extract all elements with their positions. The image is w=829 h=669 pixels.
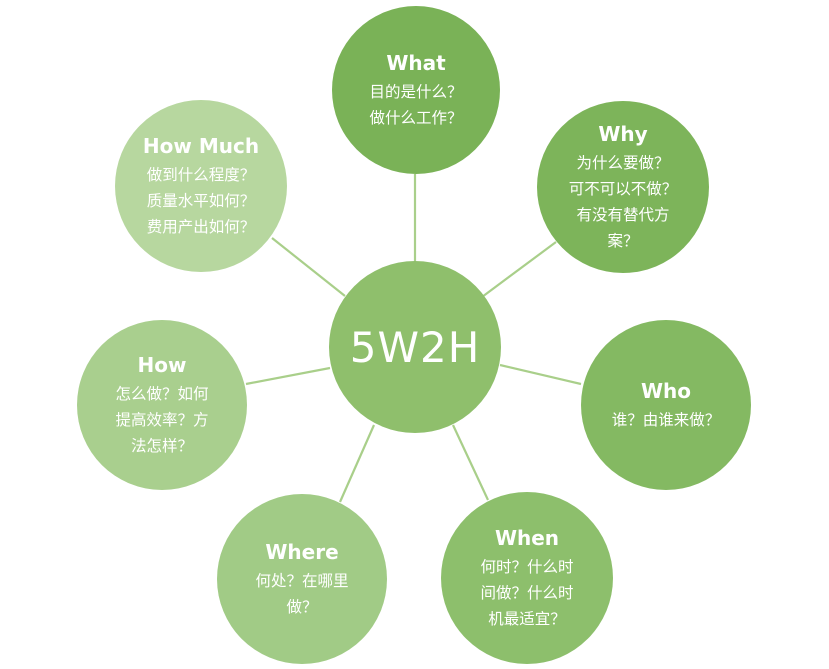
connector-when bbox=[452, 424, 489, 501]
node-where: Where 何处？在哪里 做？ bbox=[217, 494, 387, 664]
node-how-much-line: 费用产出如何？ bbox=[146, 217, 256, 236]
node-when-line: 间做？什么时 bbox=[480, 583, 574, 602]
node-how-much-title: How Much bbox=[142, 133, 260, 158]
node-what-line: 目的是什么？ bbox=[369, 82, 463, 101]
center-label: 5W2H bbox=[349, 322, 481, 372]
node-where-line: 何处？在哪里 bbox=[255, 571, 349, 590]
connector-how bbox=[245, 366, 331, 386]
node-who-line: 谁？由谁来做？ bbox=[611, 410, 721, 429]
node-when-line: 机最适宜？ bbox=[488, 609, 566, 628]
connector-how-much bbox=[271, 237, 346, 297]
node-when: When 何时？什么时 间做？什么时 机最适宜？ bbox=[441, 492, 613, 664]
node-who: Who 谁？由谁来做？ bbox=[581, 320, 751, 490]
node-why-line: 可不可以不做？ bbox=[568, 179, 678, 198]
node-why: Why 为什么要做？ 可不可以不做？ 有没有替代方 案？ bbox=[537, 101, 709, 273]
node-why-line: 案？ bbox=[607, 231, 639, 250]
node-what-line: 做什么工作？ bbox=[369, 108, 463, 127]
connector-why bbox=[481, 241, 557, 298]
center-node-5w2h: 5W2H bbox=[329, 261, 501, 433]
node-how-line: 提高效率？方 bbox=[115, 410, 209, 429]
node-what: What 目的是什么？ 做什么工作？ bbox=[332, 6, 500, 174]
node-why-line: 为什么要做？ bbox=[576, 153, 670, 172]
node-where-line: 做？ bbox=[286, 597, 318, 616]
node-where-title: Where bbox=[265, 539, 339, 564]
node-how-title: How bbox=[137, 352, 187, 377]
node-when-title: When bbox=[494, 525, 560, 550]
node-how: How 怎么做？如何 提高效率？方 法怎样？ bbox=[77, 320, 247, 490]
node-how-much-line: 做到什么程度？ bbox=[146, 165, 256, 184]
node-why-title: Why bbox=[598, 121, 648, 146]
connector-who bbox=[499, 363, 582, 386]
node-how-much: How Much 做到什么程度？ 质量水平如何？ 费用产出如何？ bbox=[115, 100, 287, 272]
node-what-title: What bbox=[386, 50, 446, 75]
node-why-line: 有没有替代方 bbox=[576, 205, 670, 224]
node-when-line: 何时？什么时 bbox=[480, 557, 574, 576]
node-how-line: 怎么做？如何 bbox=[115, 384, 209, 403]
node-how-much-line: 质量水平如何？ bbox=[146, 191, 256, 210]
node-who-title: Who bbox=[640, 378, 692, 403]
connector-where bbox=[338, 424, 376, 503]
node-how-line: 法怎样？ bbox=[130, 436, 193, 455]
